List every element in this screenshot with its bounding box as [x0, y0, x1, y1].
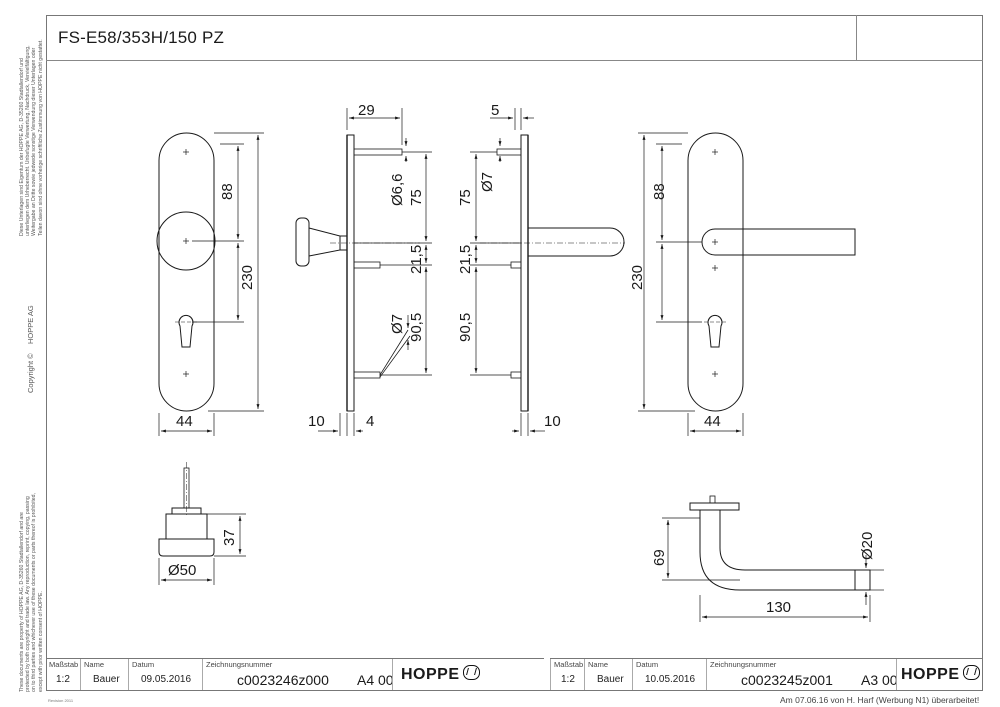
hoppe-mark-icon — [962, 665, 980, 680]
dim-side-knob-75: 75 — [408, 189, 425, 206]
dim-side-lever-5: 5 — [491, 102, 500, 119]
dim-lever-20: Ø20 — [859, 531, 876, 560]
dim-side-lever-905: 90,5 — [457, 312, 474, 342]
cell-logo: HOPPE — [896, 659, 983, 690]
dim-knob-37: 37 — [221, 529, 238, 546]
dim-side-knob-10: 10 — [308, 413, 325, 430]
dim-lever-69: 69 — [651, 549, 668, 566]
cell-logo: HOPPE — [392, 659, 544, 690]
dim-side-knob-905: 90,5 — [408, 312, 425, 342]
dim-side-lever-215: 21,5 — [457, 244, 474, 274]
dim-side-lever-75: 75 — [457, 189, 474, 206]
cell-date: Datum 09.05.2016 — [128, 659, 202, 690]
revision-label: Revision 2011 — [48, 698, 74, 703]
dim-front-left-88: 88 — [219, 183, 236, 200]
dim-side-knob-4: 4 — [366, 413, 375, 430]
dim-front-left-230: 230 — [239, 264, 256, 290]
revision-footnote: Am 07.06.16 von H. Harf (Werbung N1) übe… — [780, 695, 980, 705]
dim-side-knob-7: Ø7 — [389, 313, 406, 334]
dim-front-right-88: 88 — [651, 183, 668, 200]
header-vertical-divider — [856, 15, 857, 61]
hoppe-mark-icon — [462, 665, 480, 680]
front-view-knob-plate — [156, 132, 216, 412]
cell-scale: Maßstab 1:2 — [550, 659, 584, 690]
dim-side-lever-7: Ø7 — [479, 171, 496, 192]
cell-drawing-number: Zeichnungsnummer c0023246z000 A4 00 — [202, 659, 394, 690]
dim-knob-50: Ø50 — [168, 562, 197, 579]
dim-front-right-230: 230 — [629, 264, 646, 290]
dim-side-knob-29: 29 — [358, 102, 375, 119]
cell-name: Name Bauer — [80, 659, 128, 690]
dim-lever-130: 130 — [766, 599, 792, 616]
hoppe-logo: HOPPE — [901, 665, 980, 684]
header-divider — [46, 60, 983, 61]
knob-detail — [158, 462, 215, 557]
side-view-lever — [480, 134, 625, 412]
cell-scale: Maßstab 1:2 — [49, 660, 79, 685]
lever-detail — [689, 495, 871, 591]
hoppe-logo: HOPPE — [401, 665, 480, 684]
cell-date: Datum 10.05.2016 — [632, 659, 706, 690]
cell-name: Name Bauer — [584, 659, 632, 690]
front-view-lever-plate — [687, 132, 856, 412]
cell-drawing-number: Zeichnungsnummer c0023245z001 A3 00 — [706, 659, 898, 690]
dim-side-knob-215: 21,5 — [408, 244, 425, 274]
dim-front-right-44: 44 — [704, 413, 721, 430]
dim-side-knob-66: Ø6,6 — [389, 173, 406, 206]
dim-side-lever-10: 10 — [544, 413, 561, 430]
title-block-2: Maßstab 1:2 Name Bauer Datum 10.05.2016 … — [550, 658, 983, 691]
side-view-knob — [295, 134, 420, 412]
drawing-title: FS-E58/353H/150 PZ — [58, 28, 225, 47]
dim-front-left-44: 44 — [176, 413, 193, 430]
title-block-1: Maßstab 1:2 Name Bauer Datum 09.05.2016 … — [46, 658, 544, 691]
